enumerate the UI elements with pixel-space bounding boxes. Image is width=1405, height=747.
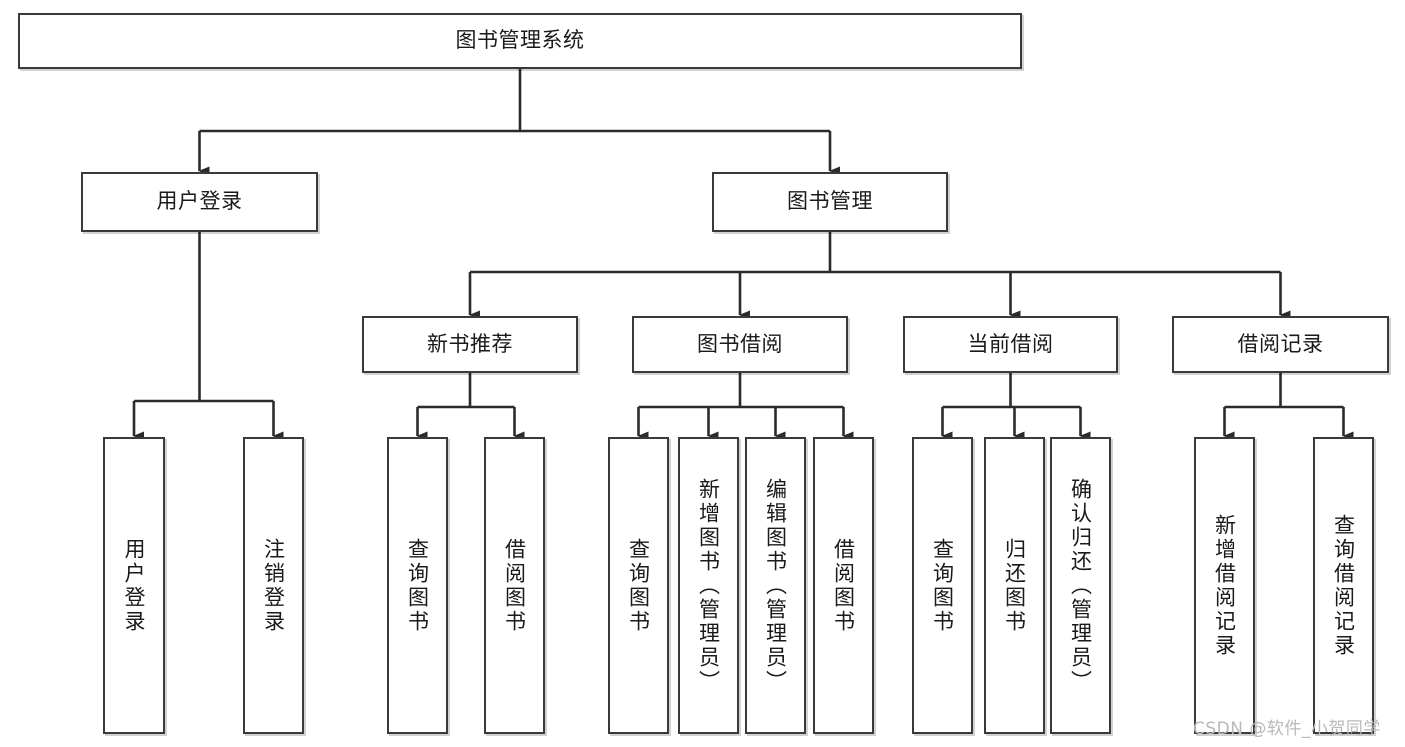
node-label: 借阅图书 bbox=[831, 537, 856, 634]
node-newbook[interactable]: 新书推荐 bbox=[362, 316, 578, 373]
node-label: 借阅图书 bbox=[502, 537, 527, 634]
node-label: 查询图书 bbox=[930, 537, 955, 634]
node-l-bq[interactable]: 查询图书 bbox=[608, 437, 669, 734]
node-label: 注销登录 bbox=[261, 537, 286, 634]
node-label: 新增图书（管理员） bbox=[696, 477, 721, 694]
node-label: 归还图书 bbox=[1002, 537, 1027, 634]
node-records[interactable]: 借阅记录 bbox=[1172, 316, 1389, 373]
node-l-rq[interactable]: 查询借阅记录 bbox=[1313, 437, 1374, 734]
node-l-login[interactable]: 用户登录 bbox=[103, 437, 165, 734]
node-label: 查询借阅记录 bbox=[1331, 513, 1356, 658]
node-l-radd[interactable]: 新增借阅记录 bbox=[1194, 437, 1255, 734]
node-root[interactable]: 图书管理系统 bbox=[18, 13, 1022, 69]
node-label: 新增借阅记录 bbox=[1212, 513, 1237, 658]
connector-paths bbox=[132, 69, 1354, 441]
node-l-cq[interactable]: 查询图书 bbox=[912, 437, 973, 734]
node-l-badd[interactable]: 新增图书（管理员） bbox=[678, 437, 739, 734]
node-l-cconf[interactable]: 确认归还（管理员） bbox=[1050, 437, 1111, 734]
node-login[interactable]: 用户登录 bbox=[81, 172, 318, 232]
node-label: 图书管理 bbox=[787, 189, 873, 214]
node-l-bedit[interactable]: 编辑图书（管理员） bbox=[745, 437, 806, 734]
node-label: 图书管理系统 bbox=[455, 28, 585, 53]
node-label: 借阅记录 bbox=[1237, 331, 1324, 356]
node-label: 编辑图书（管理员） bbox=[763, 477, 788, 694]
node-borrow[interactable]: 图书借阅 bbox=[632, 316, 848, 373]
node-l-cret[interactable]: 归还图书 bbox=[984, 437, 1045, 734]
node-label: 图书借阅 bbox=[697, 331, 783, 356]
node-label: 用户登录 bbox=[156, 189, 243, 214]
watermark-text: CSDN @软件_小贺同学 bbox=[1193, 719, 1381, 739]
node-l-bborrow[interactable]: 借阅图书 bbox=[813, 437, 874, 734]
node-label: 查询图书 bbox=[405, 537, 430, 634]
node-label: 用户登录 bbox=[122, 537, 147, 634]
node-l-logout[interactable]: 注销登录 bbox=[243, 437, 304, 734]
node-label: 当前借阅 bbox=[967, 331, 1054, 356]
node-label: 查询图书 bbox=[626, 537, 651, 634]
node-bookmgmt[interactable]: 图书管理 bbox=[712, 172, 948, 232]
node-label: 新书推荐 bbox=[427, 331, 513, 356]
node-l-nb-borrow[interactable]: 借阅图书 bbox=[484, 437, 545, 734]
node-l-nb-query[interactable]: 查询图书 bbox=[387, 437, 448, 734]
node-current[interactable]: 当前借阅 bbox=[903, 316, 1118, 373]
node-label: 确认归还（管理员） bbox=[1068, 477, 1093, 694]
